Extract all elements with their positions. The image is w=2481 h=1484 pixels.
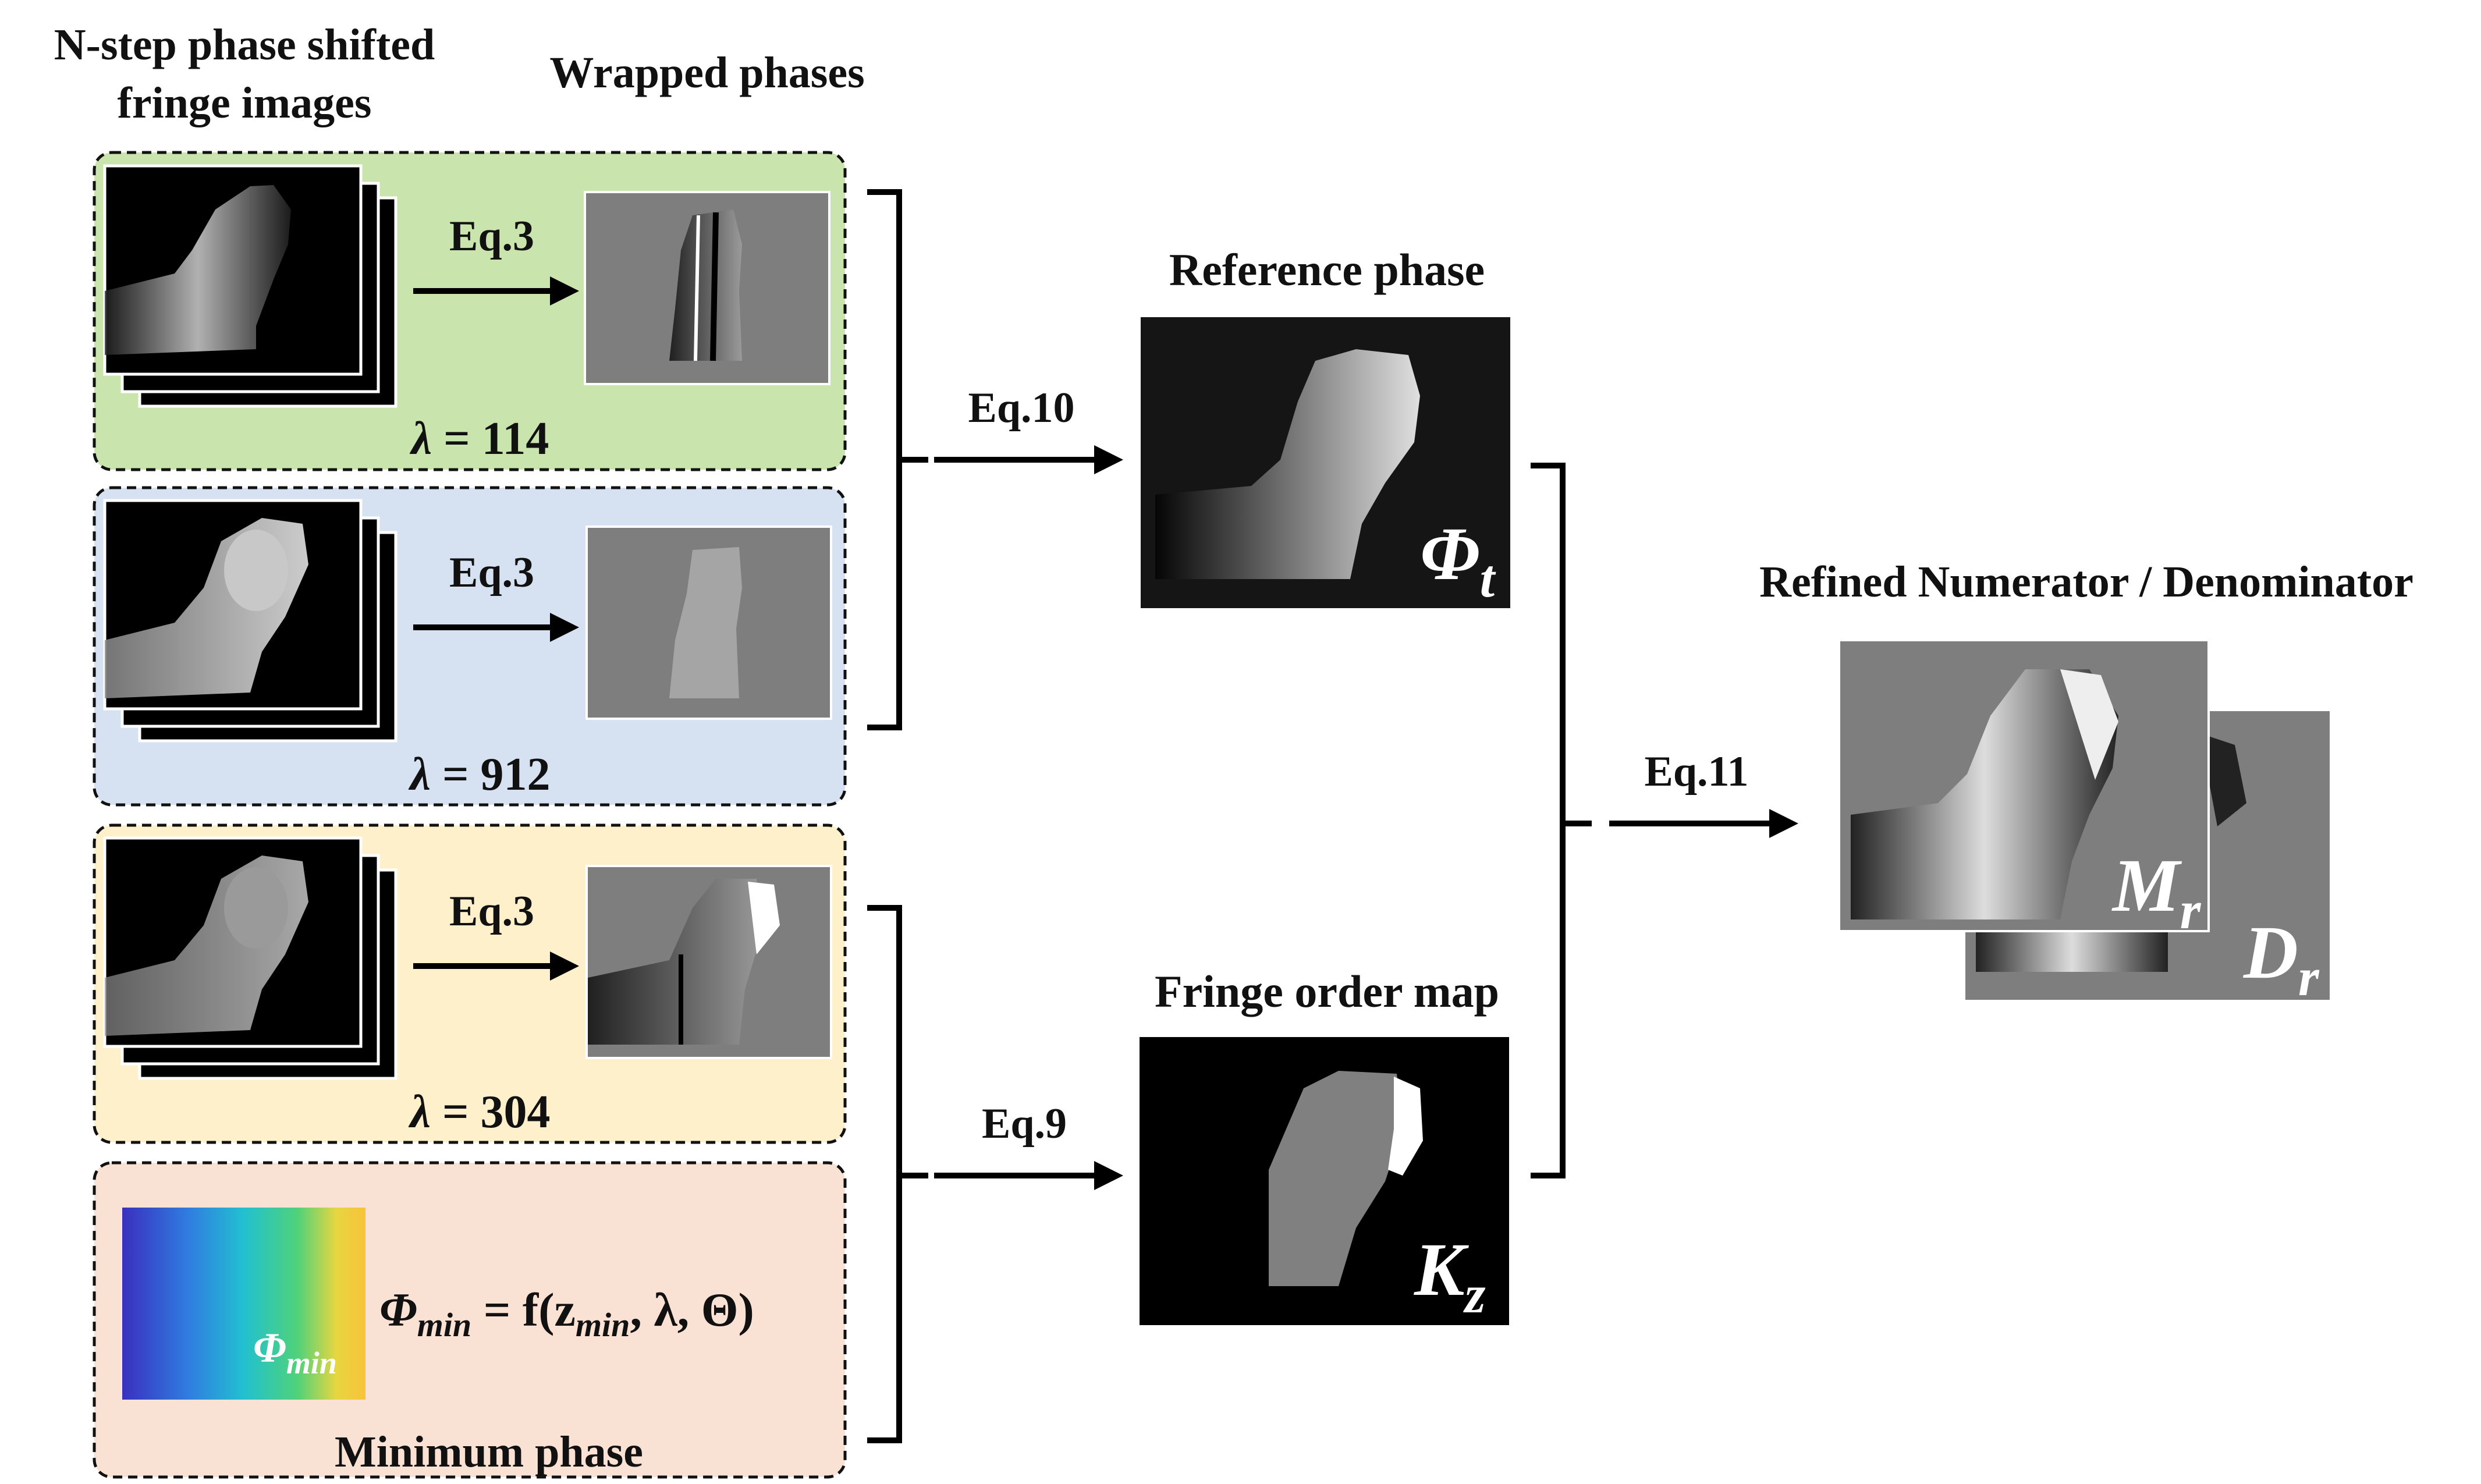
reference-phase-header: Reference phase xyxy=(1169,244,1485,295)
wrapped-phase-image xyxy=(584,191,830,385)
row-lambda-912: Eq.3 λ = 912 xyxy=(93,486,847,807)
eq3-label: Eq.3 xyxy=(449,549,534,597)
eq11-label: Eq.11 xyxy=(1645,748,1749,796)
minimum-phase-formula: Φmin = f(zmin, λ, Θ) xyxy=(379,1283,754,1344)
row-lambda-304: Eq.3 λ = 304 xyxy=(93,823,847,1144)
phi-min-image-label: Φmin xyxy=(253,1325,337,1380)
fringe-order-map-header: Fringe order map xyxy=(1155,966,1499,1017)
wrapped-phase-image xyxy=(585,526,832,720)
reference-phase-image: Φt xyxy=(1141,317,1510,608)
bracket-upper xyxy=(867,189,928,730)
m-r-symbol: Mr xyxy=(2111,844,2202,940)
d-r-symbol: Dr xyxy=(2243,911,2320,1007)
eq9-label: Eq.9 xyxy=(982,1100,1067,1148)
bracket-lower xyxy=(867,905,928,1443)
lambda-label: λ = 912 xyxy=(408,749,550,800)
wrapped-phases-header: Wrapped phases xyxy=(549,48,864,97)
minimum-phase-image xyxy=(122,1208,365,1400)
refined-header: Refined Numerator / Denominator xyxy=(1759,558,2413,606)
fringe-image xyxy=(103,836,363,1048)
lambda-label: λ = 304 xyxy=(408,1087,550,1138)
eq3-label: Eq.3 xyxy=(449,212,534,260)
fringe-order-map-image: Kz xyxy=(1140,1037,1509,1325)
eq3-label: Eq.3 xyxy=(449,887,534,935)
wrapped-phase-image xyxy=(585,865,832,1059)
fringe-images-header-line1: N-step phase shifted xyxy=(54,20,435,69)
fringe-image xyxy=(103,164,363,376)
k-z-symbol: Kz xyxy=(1414,1228,1486,1324)
eq10-label: Eq.10 xyxy=(968,384,1074,432)
fringe-images-header-line2: fringe images xyxy=(118,79,372,127)
fringe-image xyxy=(103,499,363,711)
minimum-phase-label: Minimum phase xyxy=(335,1428,643,1476)
row-lambda-114: Eq.3 λ = 114 xyxy=(93,151,847,471)
phi-t-symbol: Φt xyxy=(1420,512,1496,608)
numerator-image: Mr xyxy=(1838,639,2210,940)
bracket-right xyxy=(1531,463,1592,1178)
minimum-phase-box: Φmin Φmin = f(zmin, λ, Θ) Minimum phase xyxy=(93,1161,847,1479)
lambda-label: λ = 114 xyxy=(410,413,549,464)
